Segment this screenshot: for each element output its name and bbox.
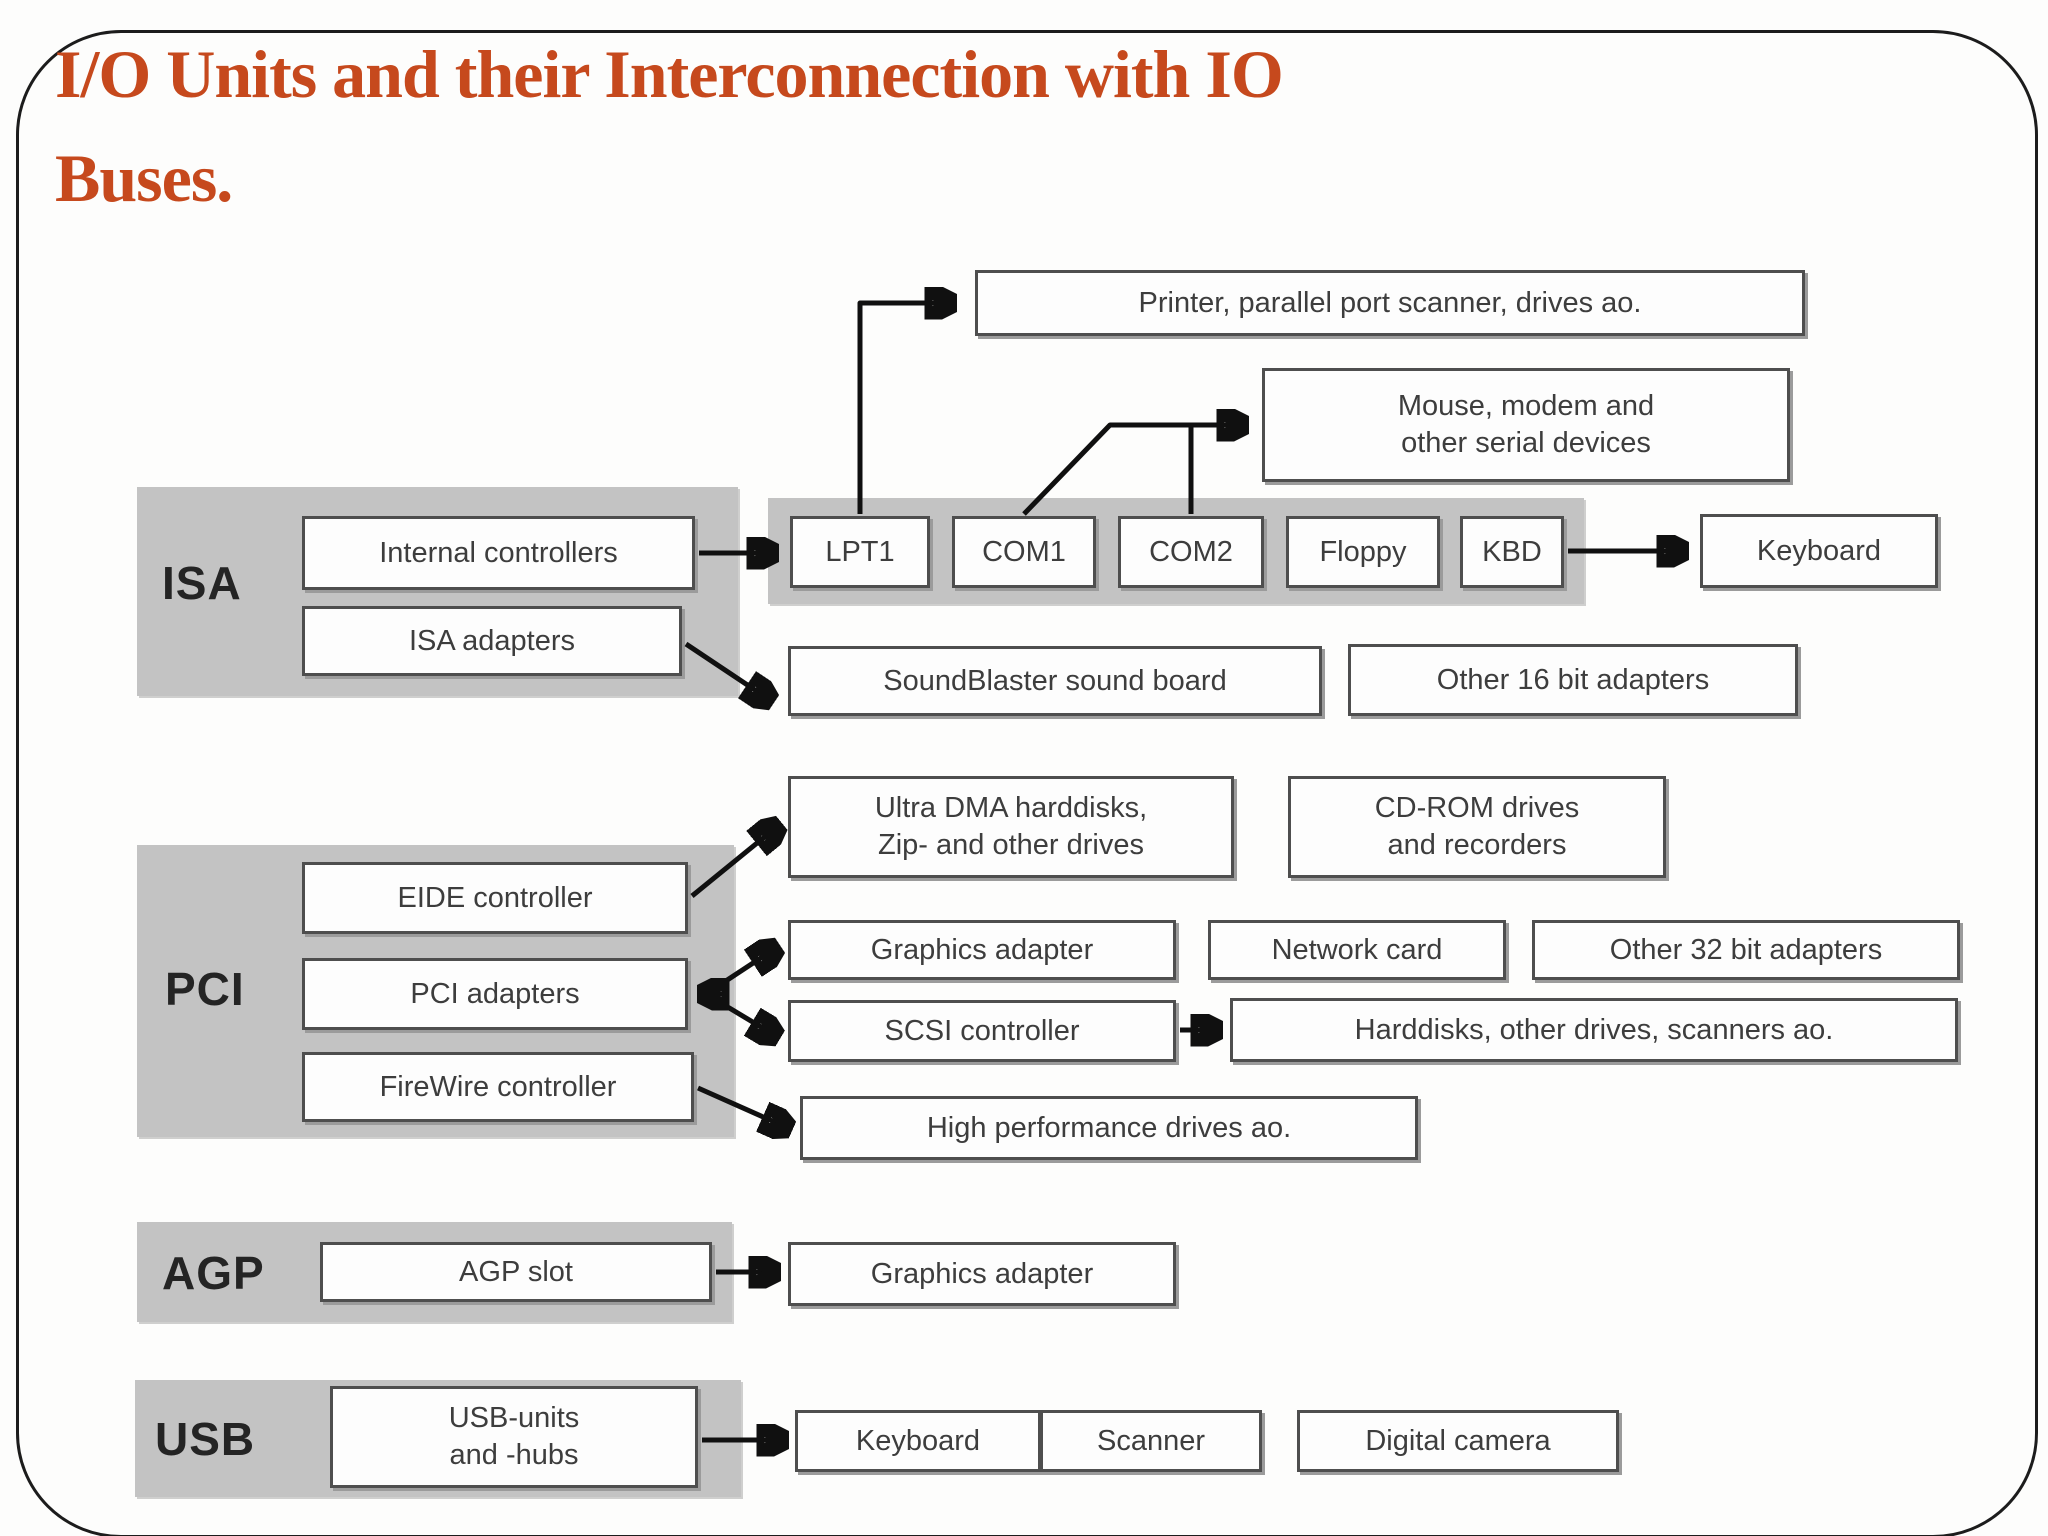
internal-controllers-label: Internal controllers	[379, 536, 618, 569]
harddisks-box: Harddisks, other drives, scanners ao.	[1230, 998, 1958, 1062]
usb-units-line1: USB-units	[448, 1402, 580, 1434]
other-16bit-adapters-box: Other 16 bit adapters	[1348, 644, 1798, 716]
lpt1-label: LPT1	[825, 535, 895, 568]
network-card-box: Network card	[1208, 920, 1506, 980]
keyboard-box-isa: Keyboard	[1700, 514, 1938, 588]
page-title-line2: Buses.	[55, 140, 233, 216]
other-16bit-label: Other 16 bit adapters	[1436, 663, 1710, 696]
com2-label: COM2	[1149, 535, 1233, 568]
mouse-box-line2: other serial devices	[1401, 427, 1651, 459]
agp-bus-label: AGP	[162, 1247, 265, 1299]
com1-label: COM1	[982, 535, 1066, 568]
printer-box: Printer, parallel port scanner, drives a…	[975, 270, 1805, 336]
graphics-adapter-pci-label: Graphics adapter	[870, 933, 1094, 966]
pci-adapters-label: PCI adapters	[410, 977, 580, 1010]
page-title: I/O Units and their Interconnection with…	[55, 22, 1755, 230]
high-performance-label: High performance drives ao.	[926, 1111, 1292, 1144]
firewire-controller-box: FireWire controller	[302, 1052, 694, 1122]
graphics-adapter-agp-box: Graphics adapter	[788, 1242, 1176, 1306]
ultra-dma-line2: Zip- and other drives	[878, 829, 1144, 861]
digital-camera-label: Digital camera	[1365, 1424, 1551, 1457]
other-32bit-adapters-box: Other 32 bit adapters	[1532, 920, 1960, 980]
agp-slot-box: AGP slot	[320, 1242, 712, 1302]
keyboard-usb-label: Keyboard	[855, 1424, 981, 1457]
com1-box: COM1	[952, 516, 1096, 588]
floppy-box: Floppy	[1286, 516, 1440, 588]
graphics-adapter-pci-box: Graphics adapter	[788, 920, 1176, 980]
usb-units-line2: and -hubs	[449, 1439, 579, 1471]
printer-box-label: Printer, parallel port scanner, drives a…	[1138, 286, 1642, 319]
graphics-adapter-agp-label: Graphics adapter	[870, 1257, 1094, 1290]
soundblaster-label: SoundBlaster sound board	[883, 664, 1227, 697]
kbd-label: KBD	[1482, 535, 1542, 568]
scsi-controller-box: SCSI controller	[788, 1000, 1176, 1062]
cdrom-line2: and recorders	[1387, 829, 1567, 861]
cdrom-line1: CD-ROM drives	[1374, 792, 1580, 824]
other-32bit-label: Other 32 bit adapters	[1609, 933, 1883, 966]
keyboard-isa-label: Keyboard	[1756, 534, 1882, 567]
isa-bus-label: ISA	[162, 557, 242, 609]
eide-controller-box: EIDE controller	[302, 862, 688, 934]
agp-slot-label: AGP slot	[459, 1255, 573, 1288]
network-card-label: Network card	[1271, 933, 1443, 966]
mouse-box-line1: Mouse, modem and	[1397, 390, 1655, 422]
keyboard-box-usb: Keyboard	[795, 1410, 1041, 1472]
kbd-box: KBD	[1460, 516, 1564, 588]
digital-camera-box: Digital camera	[1297, 1410, 1619, 1472]
usb-units-box: USB-units and -hubs	[330, 1386, 698, 1488]
soundblaster-box: SoundBlaster sound board	[788, 646, 1322, 716]
scanner-box: Scanner	[1040, 1410, 1262, 1472]
internal-controllers-box: Internal controllers	[302, 516, 695, 590]
scanner-label: Scanner	[1096, 1424, 1205, 1457]
isa-adapters-label: ISA adapters	[408, 624, 576, 657]
ultra-dma-line1: Ultra DMA harddisks,	[874, 792, 1148, 824]
high-performance-drives-box: High performance drives ao.	[800, 1096, 1418, 1160]
cdrom-box: CD-ROM drives and recorders	[1288, 776, 1666, 878]
scsi-controller-label: SCSI controller	[884, 1014, 1080, 1047]
mouse-box: Mouse, modem and other serial devices	[1262, 368, 1790, 482]
eide-controller-label: EIDE controller	[397, 881, 593, 914]
floppy-label: Floppy	[1319, 535, 1407, 568]
pci-bus-label: PCI	[165, 963, 245, 1015]
usb-bus-label: USB	[155, 1413, 256, 1465]
lpt1-box: LPT1	[790, 516, 930, 588]
ultra-dma-box: Ultra DMA harddisks, Zip- and other driv…	[788, 776, 1234, 878]
isa-adapters-box: ISA adapters	[302, 606, 682, 676]
com2-box: COM2	[1118, 516, 1264, 588]
pci-adapters-box: PCI adapters	[302, 958, 688, 1030]
harddisks-label: Harddisks, other drives, scanners ao.	[1354, 1013, 1834, 1046]
page-title-line1: I/O Units and their Interconnection with…	[55, 36, 1284, 112]
firewire-controller-label: FireWire controller	[379, 1070, 617, 1103]
